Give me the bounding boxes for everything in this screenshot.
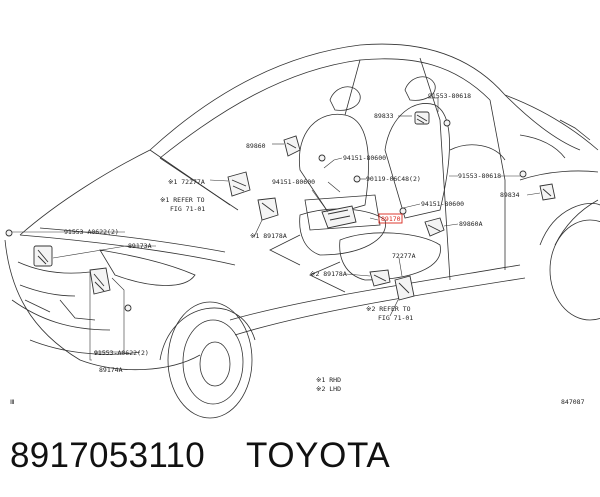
caption: 8917053110 TOYOTA (0, 436, 600, 486)
leader-lines (12, 97, 541, 361)
part-89860-shape (283, 135, 301, 157)
part-94151-80600-c-shape (399, 207, 407, 215)
label-91553-A0622-top: 91553-A0622(2) (64, 228, 119, 236)
label-refer-to-left: ※1 REFER TO (160, 196, 205, 204)
part-number: 8917053110 (10, 436, 206, 475)
part-89173A-shape (33, 245, 53, 267)
part-89860A-shape (424, 217, 445, 237)
label-89860: 89860 (246, 142, 266, 150)
label-fig-right: FIG 71-01 (378, 314, 413, 322)
car-body-outline (4, 43, 600, 419)
part-89833-shape (414, 111, 430, 125)
figure-code: 847087 (561, 398, 585, 406)
seats-outline (269, 76, 506, 293)
part-89178A-left-shape (257, 197, 279, 221)
label-89170: 89170 (381, 215, 401, 223)
label-89833: 89833 (374, 112, 394, 120)
label-94151-80600-b: 94151-80600 (272, 178, 315, 186)
part-90119-shape (353, 175, 361, 183)
label-89834: 89834 (500, 191, 520, 199)
label-72277A-left: ※1 72277A (168, 178, 205, 186)
label-89860A: 89860A (459, 220, 483, 228)
legend-lhd: ※2 LHD (316, 385, 341, 393)
corner-mark: Ⅲ (10, 398, 15, 406)
part-91553-A0622-top-shape (5, 229, 13, 237)
label-91553-A0622-bottom: 91553-A0622(2) (94, 349, 149, 357)
part-89834-shape (539, 183, 556, 201)
part-72277A-right-shape (394, 275, 415, 301)
parts-diagram: 89833 91553-80618 89860 94151-80600 9011… (4, 43, 600, 419)
part-94151-80600-a-shape (318, 154, 326, 162)
label-72277A-right: 72277A (392, 252, 416, 260)
label-94151-80600-c: 94151-80600 (421, 200, 464, 208)
label-90119-06C48: 90119-06C48(2) (366, 175, 421, 183)
sensor-parts (5, 111, 556, 312)
label-89174A: 89174A (99, 366, 123, 374)
label-91553-80618-top: 91553-80618 (428, 92, 471, 100)
label-89178A-right: ※2 89178A (310, 270, 347, 278)
label-fig-left: FIG 71-01 (170, 205, 205, 213)
part-72277A-left-shape (227, 171, 251, 197)
label-89178A-left: ※1 89178A (250, 232, 287, 240)
label-refer-to-right: ※2 REFER TO (366, 305, 411, 313)
label-89173A: 89173A (128, 242, 152, 250)
highlight-box-89170 (378, 213, 403, 224)
part-89170-shape (321, 205, 357, 229)
part-89178A-right-shape (369, 269, 391, 287)
label-91553-80618-right: 91553-80618 (458, 172, 501, 180)
part-91553-80618-right-shape (519, 170, 527, 178)
part-91553-A0622-bottom-shape (124, 304, 132, 312)
part-91553-80618-top-shape (443, 119, 451, 127)
part-89174A-shape (89, 267, 111, 295)
brand-name: TOYOTA (246, 436, 391, 475)
legend-rhd: ※1 RHD (316, 376, 341, 384)
label-94151-80600-a: 94151-80600 (343, 154, 386, 162)
